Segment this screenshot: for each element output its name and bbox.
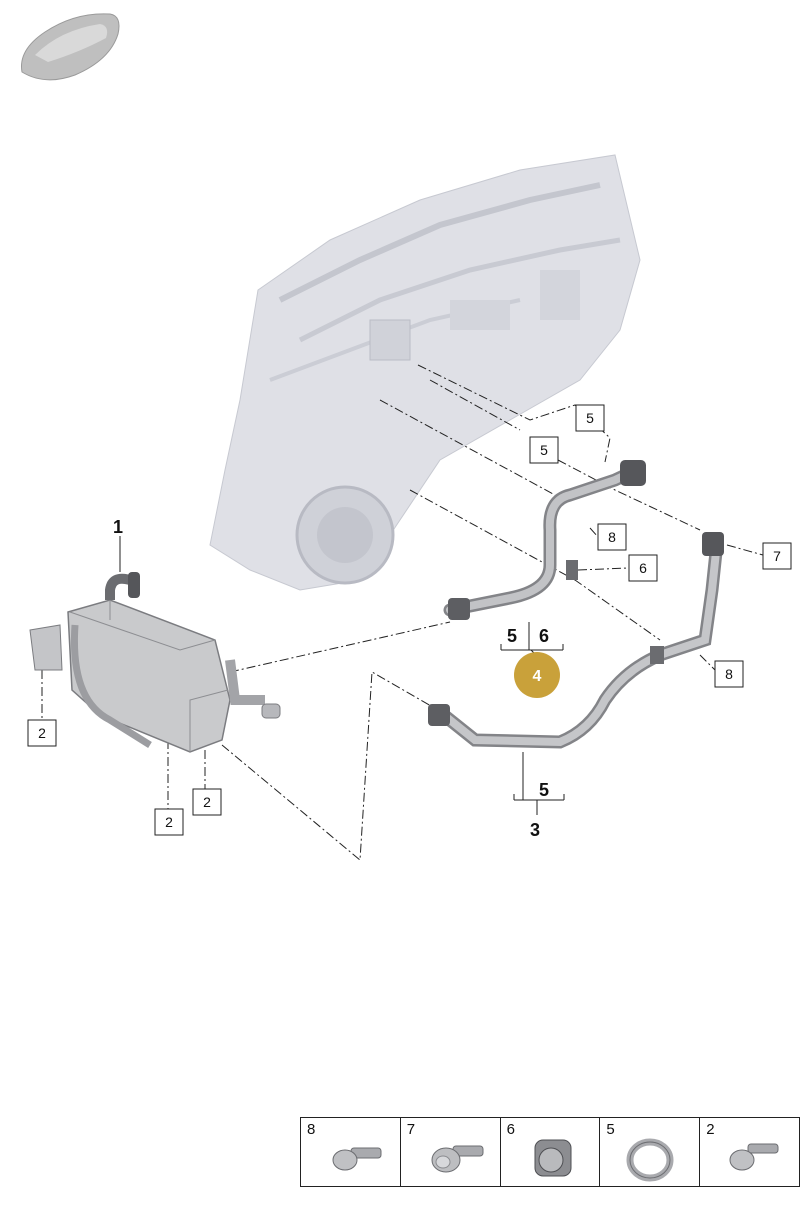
box-label-6: 6 xyxy=(628,554,658,582)
svg-text:2: 2 xyxy=(38,725,46,741)
seal-ring-icon xyxy=(626,1138,674,1182)
box-label-2-left: 2 xyxy=(27,719,57,747)
legend-number: 8 xyxy=(307,1121,316,1138)
svg-text:6: 6 xyxy=(639,560,647,576)
transmission-housing xyxy=(209,154,641,591)
svg-text:5: 5 xyxy=(586,410,594,426)
svg-text:7: 7 xyxy=(773,548,781,564)
box-label-8-bottom: 8 xyxy=(714,660,744,688)
hose-lower xyxy=(428,532,724,749)
bolt-icon xyxy=(332,1147,382,1171)
box-label-2-mid: 2 xyxy=(154,808,184,836)
box-label-8-top: 8 xyxy=(597,523,627,551)
group-bracket-lower xyxy=(513,752,565,815)
legend-cell-5[interactable]: 5 xyxy=(599,1118,699,1186)
legend-number: 2 xyxy=(706,1121,715,1138)
screw-icon xyxy=(729,1143,779,1171)
svg-text:8: 8 xyxy=(608,529,616,545)
legend-cell-7[interactable]: 7 xyxy=(399,1118,500,1186)
oil-cooler xyxy=(29,572,281,753)
small-parts-legend: 8 7 6 5 2 xyxy=(300,1117,800,1187)
part-label-3: 3 xyxy=(530,820,540,840)
svg-text:2: 2 xyxy=(165,814,173,830)
box-label-5-mid: 5 xyxy=(529,436,559,464)
collar-bolt-icon xyxy=(431,1145,484,1173)
group-label-5-lower: 5 xyxy=(539,780,549,800)
group-label-6: 6 xyxy=(539,626,549,646)
legend-number: 7 xyxy=(406,1121,416,1138)
group-label-5: 5 xyxy=(507,626,517,646)
legend-cell-6[interactable]: 6 xyxy=(499,1118,600,1186)
legend-cell-8[interactable]: 8 xyxy=(301,1118,400,1186)
svg-text:2: 2 xyxy=(203,794,211,810)
callout-4-badge[interactable] xyxy=(514,652,560,698)
box-label-7: 7 xyxy=(762,542,792,570)
callout-4-label[interactable]: 4 xyxy=(533,668,542,685)
part-label-1: 1 xyxy=(113,517,123,537)
leader-lines xyxy=(41,364,764,862)
clip-icon xyxy=(534,1139,572,1177)
svg-text:5: 5 xyxy=(540,442,548,458)
legend-number: 5 xyxy=(606,1121,615,1138)
legend-cell-2[interactable]: 2 xyxy=(699,1118,799,1186)
hose-upper xyxy=(443,460,646,620)
svg-text:8: 8 xyxy=(725,666,733,682)
legend-number: 6 xyxy=(506,1121,515,1138)
box-label-2-right: 2 xyxy=(192,788,222,816)
car-thumbnail-icon xyxy=(20,13,120,81)
box-label-5-top: 5 xyxy=(575,404,605,432)
